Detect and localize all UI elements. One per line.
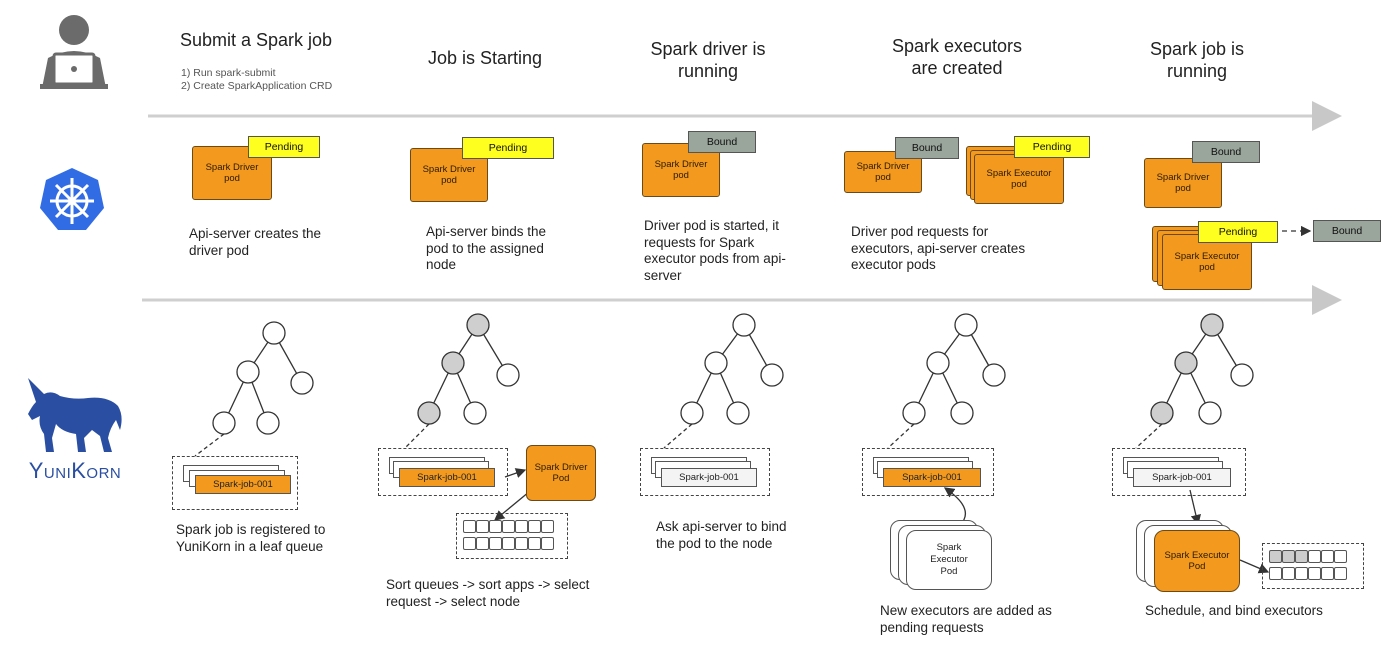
queue-tree-5: [1135, 313, 1270, 574]
node-grid-5[interactable]: [1262, 543, 1364, 589]
leaf-queue-2: Spark-job-001: [378, 448, 508, 496]
unicorn-icon: [22, 376, 126, 454]
stage-2-yk-desc: Sort queues -> sort apps -> select reque…: [386, 577, 590, 609]
pending-tag-4: Pending: [1014, 136, 1090, 158]
stage-1-yk-desc: Spark job is registered to YuniKorn in a…: [176, 522, 326, 554]
spark-job-001-label-5: Spark-job-001: [1133, 468, 1231, 487]
executor-pending-stack-4: Spark Executor Pod: [890, 520, 996, 590]
queue-tree-3: [663, 313, 784, 449]
person-with-laptop-icon: [38, 10, 110, 90]
leaf-queue-1: Spark-job-001: [172, 456, 298, 510]
pending-tag-5: Pending: [1198, 221, 1278, 243]
spark-job-001-label-3: Spark-job-001: [661, 468, 757, 487]
pending-tag-2: Pending: [462, 137, 554, 159]
bound-tag-3: Bound: [688, 131, 756, 153]
stage-5-yk-desc: Schedule, and bind executors: [1145, 603, 1323, 618]
stage-1-k8s-desc: Api-server creates the driver pod: [189, 226, 322, 258]
spark-job-001-label-4: Spark-job-001: [883, 468, 981, 487]
spark-executor-pod-yk-5: Spark Executor Pod: [1154, 530, 1240, 592]
leaf-queue-3: Spark-job-001: [640, 448, 770, 496]
stage-2-k8s-desc: Api-server binds the pod to the assigned…: [426, 224, 547, 272]
spark-executor-pod-yk-4: Spark Executor Pod: [930, 542, 968, 577]
bound-tag-5a: Bound: [1192, 141, 1260, 163]
bound-tag-4: Bound: [895, 137, 959, 159]
executor-bound-stack-5: Spark Executor Pod: [1136, 520, 1246, 592]
spark-executor-pod-5: Spark Executor pod: [1162, 234, 1252, 290]
queue-tree-4: [887, 313, 1006, 526]
kubernetes-helm-icon: [38, 166, 106, 234]
spark-executor-pod-4: Spark Executor pod: [974, 154, 1064, 204]
spark-job-001-label-1: Spark-job-001: [195, 475, 291, 494]
queue-tree-2: [404, 313, 536, 521]
leaf-queue-4: Spark-job-001: [862, 448, 994, 496]
executor-pod-stack-4: Spark Executor pod: [966, 146, 1064, 204]
spark-driver-pod-5: Spark Driver pod: [1144, 158, 1222, 208]
stage-4-yk-desc: New executors are added as pending reque…: [880, 603, 1052, 635]
spark-driver-pod-yk-2: Spark Driver Pod: [526, 445, 596, 501]
yunikorn-logo-text: YuniKorn: [28, 458, 122, 483]
stage-1-steps: 1) Run spark-submit 2) Create SparkAppli…: [181, 67, 381, 93]
stage-3-title: Spark driver is running: [650, 39, 766, 81]
stage-4-k8s-desc: Driver pod requests for executors, api-s…: [851, 224, 1026, 272]
leaf-queue-5: Spark-job-001: [1112, 448, 1246, 496]
stage-1-step-1: 1) Run spark-submit: [181, 67, 276, 79]
stage-2-title: Job is Starting: [427, 48, 543, 68]
pending-tag-1: Pending: [248, 136, 320, 158]
stage-5-title: Spark job is running: [1149, 39, 1245, 81]
spark-job-001-label-2: Spark-job-001: [399, 468, 495, 487]
node-grid-2[interactable]: [456, 513, 568, 559]
stage-3-yk-desc: Ask api-server to bind the pod to the no…: [656, 519, 787, 551]
queue-tree-1: [194, 321, 314, 457]
bound-tag-5b: Bound: [1313, 220, 1381, 242]
stage-1-title: Submit a Spark job: [179, 30, 333, 50]
stage-4-title: Spark executors are created: [891, 36, 1023, 78]
stage-1-step-2: 2) Create SparkApplication CRD: [181, 80, 333, 92]
stage-3-k8s-desc: Driver pod is started, it requests for S…: [644, 218, 786, 283]
